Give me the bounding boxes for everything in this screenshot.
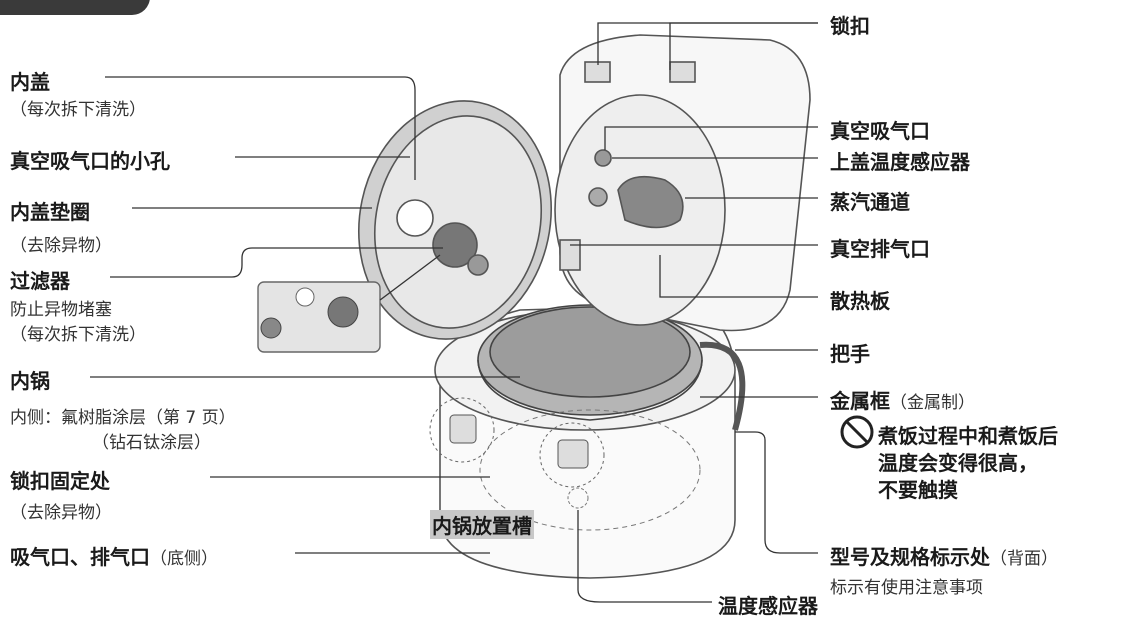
leader-lines-left bbox=[90, 76, 520, 554]
latch-fix-right bbox=[539, 422, 605, 488]
label-lid-gasket: 内盖垫圈 bbox=[10, 200, 90, 224]
label-latch-fix: 锁扣固定处 bbox=[10, 469, 110, 493]
label-filter-note1: 防止异物堵塞 bbox=[10, 300, 112, 320]
label-filter: 过滤器 bbox=[10, 269, 70, 293]
label-vacuum-exhaust: 真空排气口 bbox=[830, 237, 930, 261]
label-model-note: （背面） bbox=[990, 549, 1058, 569]
label-filter-note2: （每次拆下清洗） bbox=[10, 325, 146, 345]
label-lid-gasket-note: （去除异物） bbox=[10, 236, 112, 256]
label-handle: 把手 bbox=[830, 342, 870, 366]
label-latch: 锁扣 bbox=[830, 14, 870, 38]
label-model-group: 型号及规格标示处（背面） bbox=[830, 541, 1058, 570]
label-model: 型号及规格标示处 bbox=[830, 545, 990, 569]
label-vacuum-hole: 真空吸气口的小孔 bbox=[10, 149, 170, 173]
latch-fix-left bbox=[429, 397, 495, 463]
label-lid-sensor: 上盖温度感应器 bbox=[830, 150, 970, 174]
label-temp-sensor: 温度感应器 bbox=[718, 594, 818, 618]
label-inner-lid: 内盖 bbox=[10, 70, 50, 94]
label-inner-pot: 内锅 bbox=[10, 369, 50, 393]
inner-pot bbox=[477, 304, 703, 421]
pot-slot-outline bbox=[479, 409, 701, 531]
label-inner-pot-note1: 内侧：氟树脂涂层（第 7 页） bbox=[10, 408, 236, 428]
leader-lines-right bbox=[570, 22, 818, 603]
label-metal-frame-group: 金属框（金属制） bbox=[830, 385, 975, 414]
warning-line1: 煮饭过程中和煮饭后 bbox=[878, 424, 1058, 448]
label-heat-plate: 散热板 bbox=[830, 289, 890, 313]
filter-inset bbox=[257, 281, 381, 353]
label-vents: 吸气口、排气口 bbox=[10, 545, 150, 569]
label-inner-lid-note: （每次拆下清洗） bbox=[10, 100, 146, 120]
label-model-sub: 标示有使用注意事项 bbox=[830, 578, 983, 598]
label-vents-note: （底侧） bbox=[150, 549, 218, 569]
section-tab bbox=[0, 0, 150, 15]
top-lid bbox=[554, 34, 811, 332]
warning-line2: 温度会变得很高， bbox=[878, 451, 1038, 475]
label-metal-frame-note: （金属制） bbox=[890, 393, 975, 413]
label-inner-pot-note2: （钻石钛涂层） bbox=[92, 433, 211, 453]
label-vents-group: 吸气口、排气口（底侧） bbox=[10, 541, 218, 570]
label-metal-frame: 金属框 bbox=[830, 389, 890, 413]
handle-shape bbox=[699, 341, 746, 431]
label-steam-path: 蒸汽通道 bbox=[830, 190, 910, 214]
label-pot-slot: 内锅放置槽 bbox=[430, 510, 534, 539]
warning-line3: 不要触摸 bbox=[878, 478, 958, 502]
label-latch-fix-note: （去除异物） bbox=[10, 503, 112, 523]
no-touch-icon bbox=[840, 415, 874, 449]
label-vacuum-intake: 真空吸气口 bbox=[830, 119, 930, 143]
